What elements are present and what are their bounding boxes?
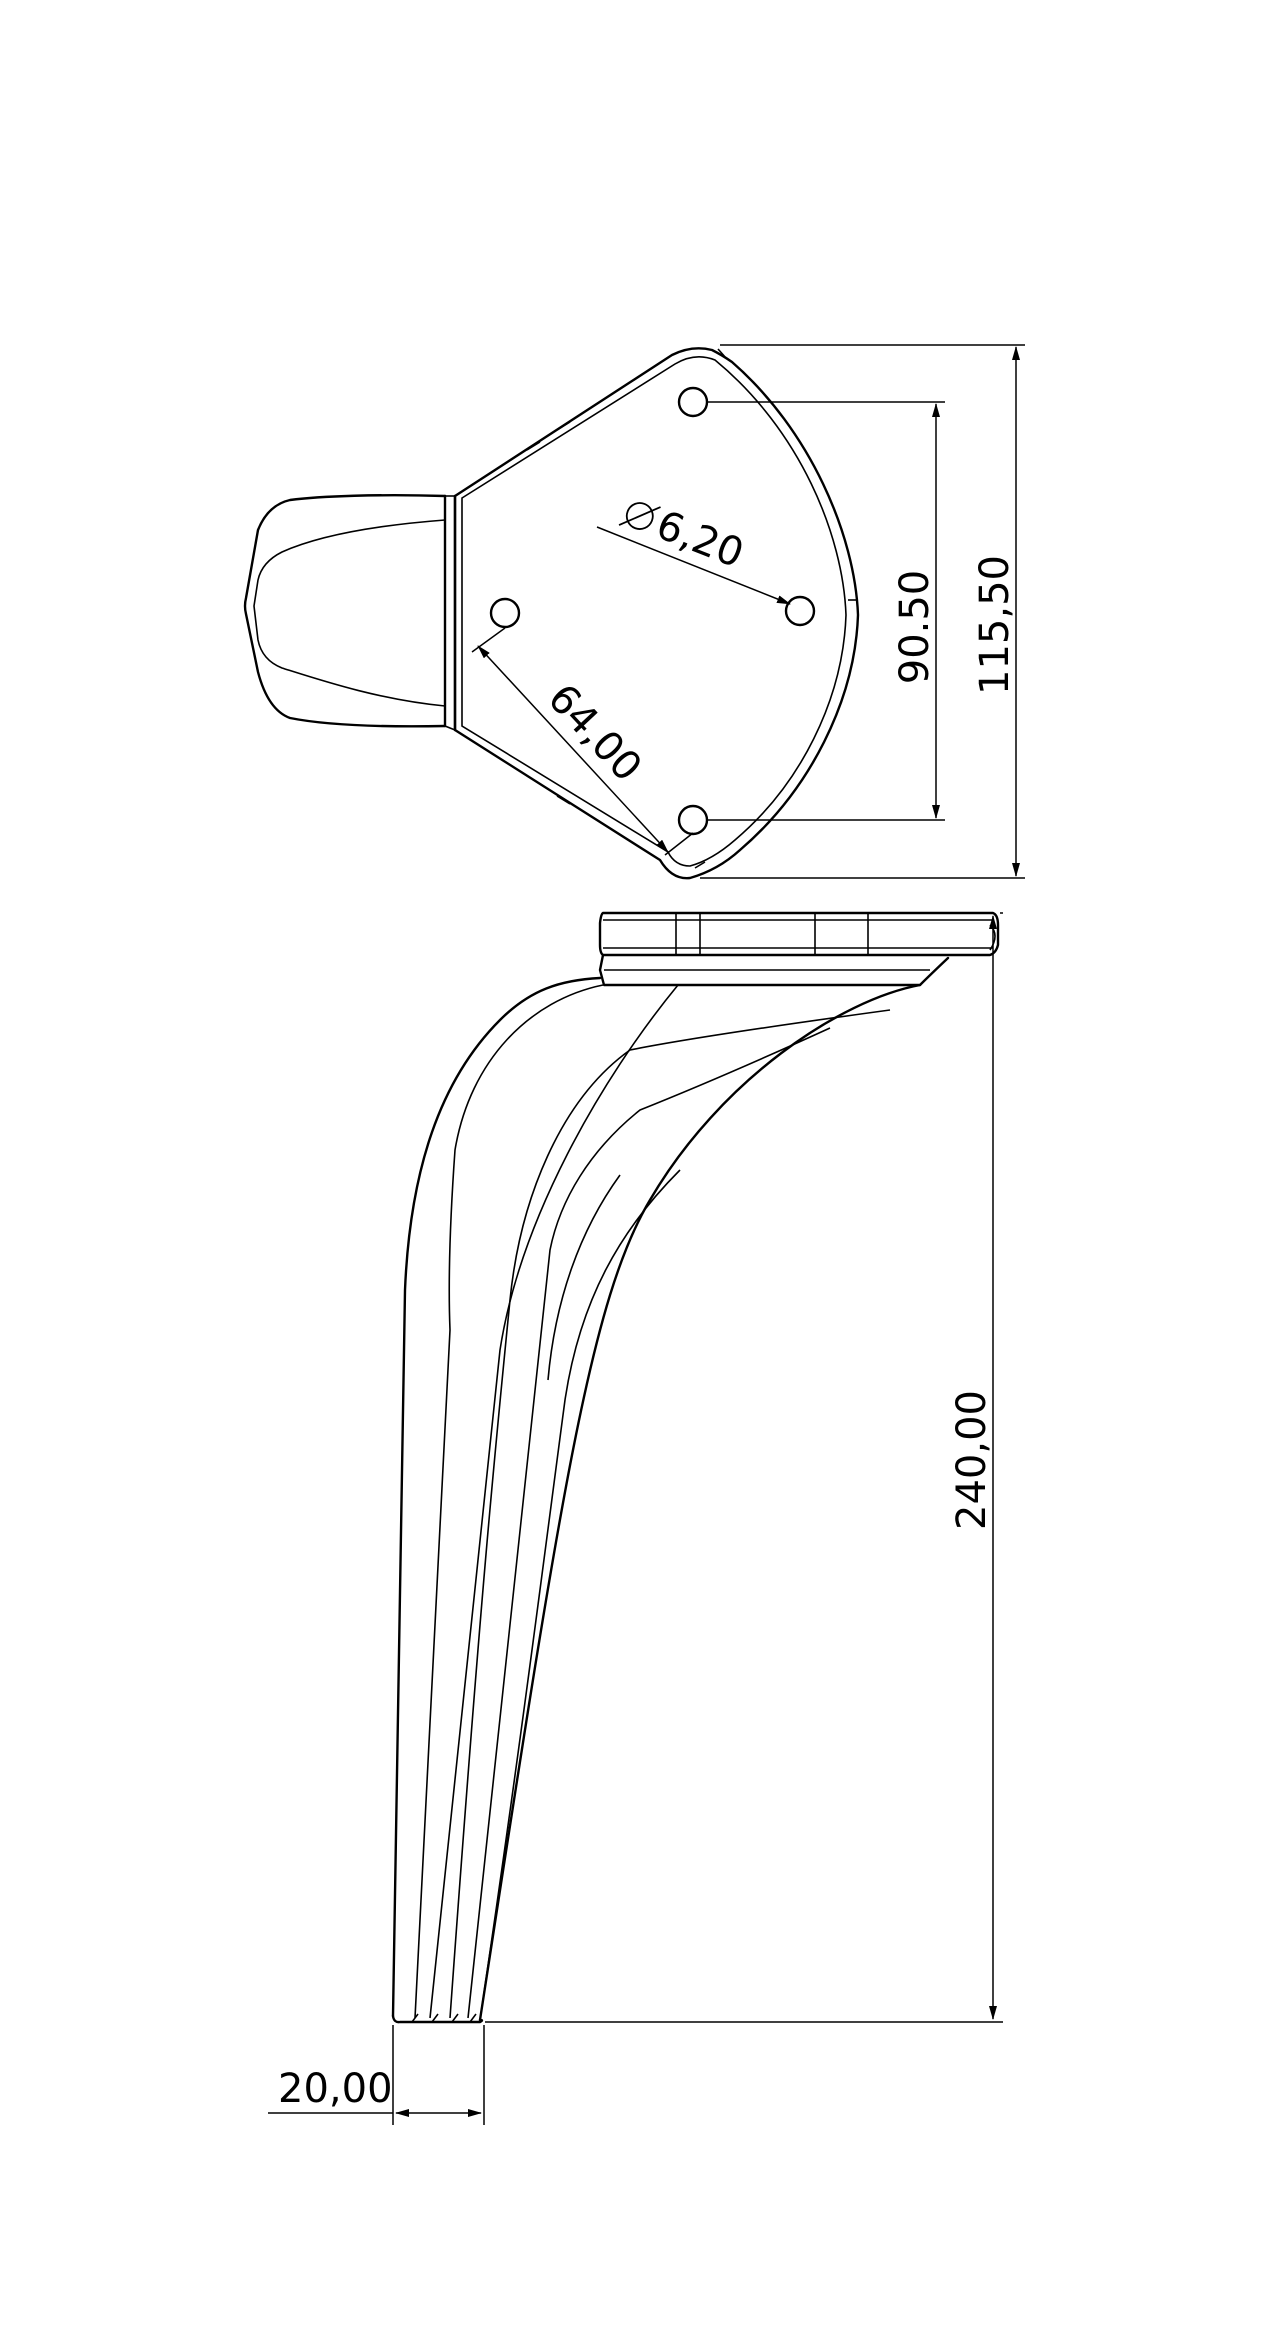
dimension-plate-height: 115,50 — [700, 344, 1025, 879]
diagonal-dim-line — [477, 645, 669, 853]
foot-width-label: 20,00 — [278, 2066, 393, 2112]
mounting-hole-top — [677, 386, 709, 418]
ext-line — [471, 627, 506, 653]
foot-tick — [451, 2013, 459, 2023]
dimension-foot-width: 20,00 — [268, 2025, 485, 2125]
vertical-spacing-label: 90.50 — [892, 570, 938, 685]
side-bracket — [598, 953, 950, 987]
plate-edge-tick — [526, 441, 541, 451]
dimension-hole-diameter: 6,20 — [596, 502, 791, 605]
foot-tick — [469, 2013, 477, 2023]
plate-edge-tick — [717, 348, 727, 359]
mounting-hole-left — [489, 597, 521, 629]
mounting-hole-right — [784, 595, 816, 627]
leg-section-inner — [253, 519, 446, 707]
dimension-hole-vertical: 90.50 — [708, 401, 945, 821]
diameter-symbol-icon — [625, 502, 654, 530]
dimension-leg-height: 240,00 — [485, 912, 1003, 2023]
leg-contour-4 — [467, 1027, 831, 2019]
plate-edge-tick — [556, 421, 571, 431]
diameter-leader — [596, 526, 791, 605]
leg-contour-1 — [414, 984, 604, 2019]
plate-edge-tick — [694, 861, 706, 869]
leg-contour-6 — [547, 1174, 621, 1381]
leg-back-contour — [391, 976, 602, 2018]
ext-line — [664, 832, 694, 856]
top-view-plate — [243, 347, 860, 880]
leg-section-outline — [243, 494, 447, 728]
foot-tick — [411, 2013, 419, 2023]
leg-contour-3 — [449, 1009, 891, 2019]
plate-outline — [453, 347, 860, 880]
dimension-hole-diagonal: 64,00 — [471, 627, 694, 856]
side-view-leg — [391, 911, 1000, 2024]
leg-front-contour — [478, 983, 922, 2022]
leg-contour-5 — [479, 1169, 681, 2021]
foot-tick — [431, 2013, 439, 2023]
plate-edge-tick — [556, 795, 571, 805]
mounting-hole-bottom — [677, 804, 709, 836]
plate-height-label: 115,50 — [972, 555, 1018, 695]
diameter-slash — [618, 506, 661, 526]
plate-edge-tick — [526, 775, 541, 785]
neck-cap — [444, 725, 456, 731]
leg-height-label: 240,00 — [949, 1390, 995, 1530]
leg-foot — [391, 2014, 484, 2024]
diameter-label: 6,20 — [650, 502, 750, 577]
leg-contour-2 — [429, 984, 679, 2019]
plate-inner-outline — [461, 356, 847, 867]
